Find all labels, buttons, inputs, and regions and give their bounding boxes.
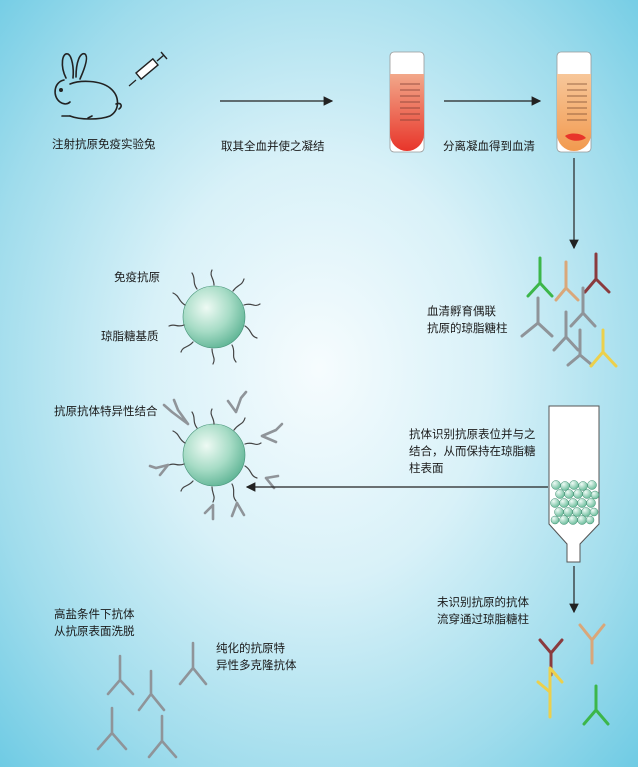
- label-agarose: 琼脂糖基质: [101, 329, 159, 343]
- label-purified-1: 纯化的抗原特: [216, 641, 285, 655]
- label-immunize: 注射抗原免疫实验兔: [52, 137, 156, 151]
- agarose-bead-icon: [168, 269, 261, 365]
- column-beads: [550, 480, 600, 525]
- bound-antibodies: [148, 390, 284, 521]
- antigen-squiggles: [168, 269, 261, 365]
- label-recognize-3: 柱表面: [409, 461, 444, 475]
- label-coagulate: 取其全血并使之凝结: [221, 139, 325, 153]
- agarose-column-icon: [548, 405, 600, 563]
- serum-tube-icon: [556, 51, 592, 153]
- label-incubate-2: 抗原的琼脂糖柱: [427, 321, 508, 335]
- label-bind: 抗原抗体特异性结合: [54, 404, 158, 418]
- label-elute-2: 从抗原表面洗脱: [54, 624, 135, 638]
- rabbit-icon: [54, 53, 122, 120]
- syringe-icon: [128, 51, 168, 87]
- label-flowthrough-1: 未识别抗原的抗体: [437, 595, 529, 609]
- purified-antibodies: [96, 641, 208, 759]
- antibody-bound-bead-icon: [148, 390, 284, 521]
- label-antigen: 免疫抗原: [114, 270, 160, 284]
- label-recognize-2: 结合，从而保持在琼脂糖: [409, 444, 536, 458]
- label-flowthrough-2: 流穿通过琼脂糖柱: [437, 612, 529, 626]
- label-incubate-1: 血清孵育偶联: [427, 304, 496, 318]
- blood-tube-icon: [389, 51, 425, 153]
- label-elute-1: 高盐条件下抗体: [54, 607, 135, 621]
- label-purified-2: 异性多克隆抗体: [216, 658, 297, 672]
- flowthrough-antibodies: [536, 623, 610, 726]
- label-separate-serum: 分离凝血得到血清: [443, 139, 535, 153]
- label-recognize-1: 抗体识别抗原表位并与之: [409, 427, 536, 441]
- serum-antibodies: [520, 252, 618, 368]
